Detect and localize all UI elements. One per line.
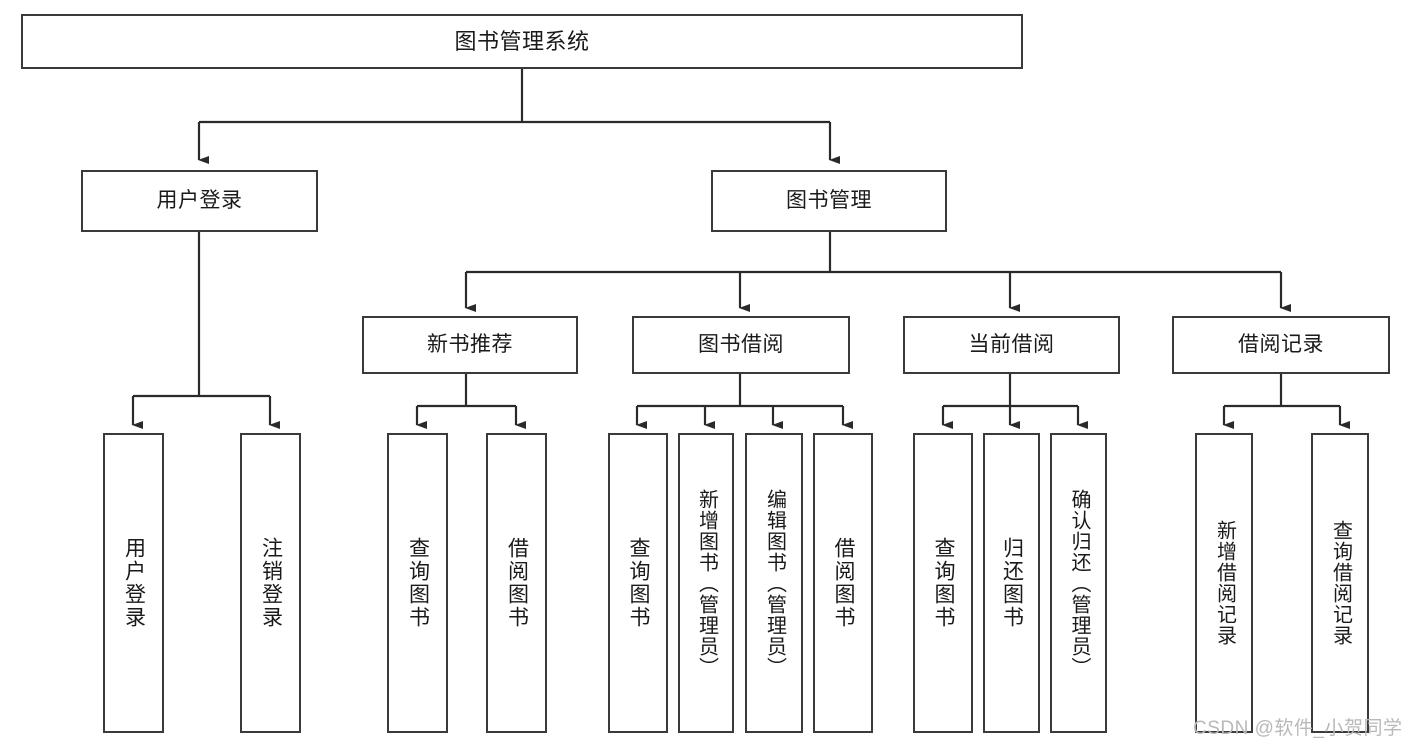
node-borrow-record[interactable]: 借阅记录 xyxy=(1172,316,1390,374)
node-label: 归还图书 xyxy=(1000,537,1024,629)
node-book-borrow[interactable]: 图书借阅 xyxy=(632,316,850,374)
node-label: 新增图书（管理员） xyxy=(695,488,718,678)
node-label: 用户登录 xyxy=(122,537,146,629)
leaf-confirm-return-admin[interactable]: 确认归还（管理员） xyxy=(1050,433,1107,733)
node-label: 新增借阅记录 xyxy=(1213,520,1236,646)
node-label: 图书管理 xyxy=(786,188,872,212)
leaf-borrow-book[interactable]: 借阅图书 xyxy=(813,433,873,733)
node-new-book-recommend[interactable]: 新书推荐 xyxy=(362,316,578,374)
leaf-user-login[interactable]: 用户登录 xyxy=(103,433,164,733)
node-label: 借阅图书 xyxy=(505,537,529,629)
node-label: 新书推荐 xyxy=(427,332,513,356)
leaf-logout[interactable]: 注销登录 xyxy=(240,433,301,733)
node-label: 用户登录 xyxy=(156,188,243,212)
node-label: 查询图书 xyxy=(932,537,956,629)
node-label: 图书管理系统 xyxy=(454,28,590,54)
node-label: 借阅图书 xyxy=(832,537,856,629)
node-book-management[interactable]: 图书管理 xyxy=(711,170,947,232)
leaf-add-borrow-record[interactable]: 新增借阅记录 xyxy=(1195,433,1253,733)
leaf-query-book-recommend[interactable]: 查询图书 xyxy=(387,433,448,733)
leaf-edit-book-admin[interactable]: 编辑图书（管理员） xyxy=(745,433,803,733)
leaf-borrow-book-recommend[interactable]: 借阅图书 xyxy=(486,433,547,733)
node-label: 查询图书 xyxy=(406,537,430,629)
node-label: 图书借阅 xyxy=(698,332,784,356)
node-root-book-management-system[interactable]: 图书管理系统 xyxy=(21,14,1023,69)
leaf-return-book[interactable]: 归还图书 xyxy=(983,433,1040,733)
node-label: 借阅记录 xyxy=(1238,332,1324,356)
node-label: 注销登录 xyxy=(259,537,283,629)
node-current-borrow[interactable]: 当前借阅 xyxy=(903,316,1120,374)
leaf-query-book-current[interactable]: 查询图书 xyxy=(913,433,973,733)
node-label: 查询借阅记录 xyxy=(1329,520,1352,646)
leaf-query-book-borrow[interactable]: 查询图书 xyxy=(608,433,668,733)
node-label: 编辑图书（管理员） xyxy=(763,488,786,678)
node-label: 确认归还（管理员） xyxy=(1068,488,1090,678)
node-label: 查询图书 xyxy=(627,537,651,629)
node-label: 当前借阅 xyxy=(968,332,1055,356)
watermark: CSDN @软件_小贺同学 xyxy=(1193,718,1403,739)
leaf-query-borrow-record[interactable]: 查询借阅记录 xyxy=(1311,433,1369,733)
leaf-add-book-admin[interactable]: 新增图书（管理员） xyxy=(678,433,734,733)
node-user-login[interactable]: 用户登录 xyxy=(81,170,318,232)
